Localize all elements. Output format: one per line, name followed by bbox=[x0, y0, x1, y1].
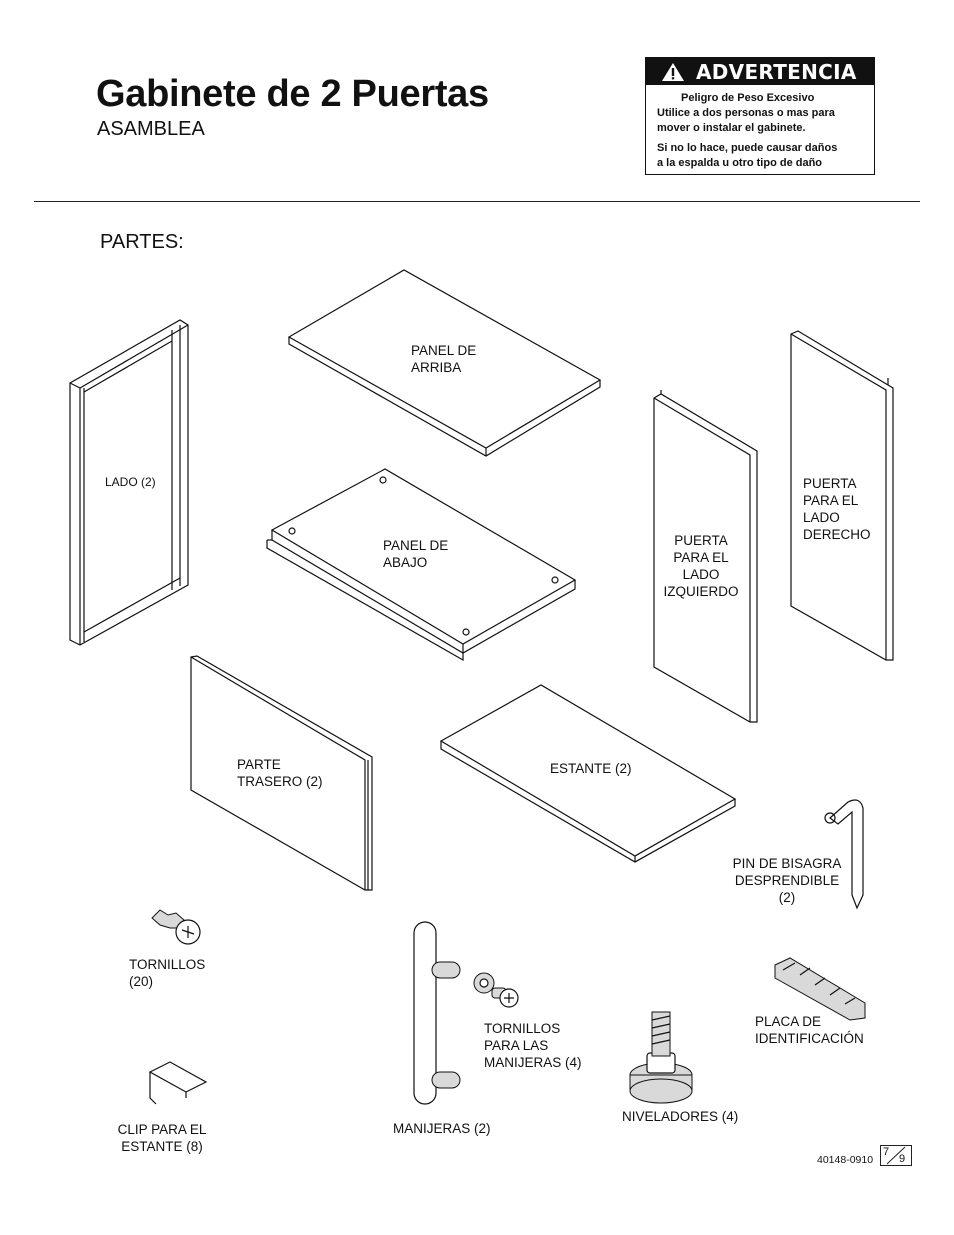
bottom-panel-drawing bbox=[266, 468, 577, 662]
label-shelf: ESTANTE (2) bbox=[550, 761, 632, 776]
handle-screw-drawing bbox=[473, 972, 519, 1008]
label-side: LADO (2) bbox=[105, 475, 156, 489]
shelf-drawing bbox=[439, 684, 737, 863]
warning-line-1: Peligro de Peso Excesivo bbox=[681, 92, 815, 104]
warning-header: ADVERTENCIA bbox=[646, 58, 874, 85]
warning-line-5: a la espalda u otro tipo de daño bbox=[657, 157, 823, 169]
warning-box: ADVERTENCIA Peligro de Peso Excesivo Uti… bbox=[645, 57, 875, 175]
side-panel-drawing bbox=[69, 319, 189, 646]
left-door-drawing bbox=[653, 390, 758, 723]
label-handles: MANIJERAS (2) bbox=[393, 1121, 491, 1136]
hinge-pin-drawing bbox=[824, 799, 864, 910]
page-fraction-slash bbox=[886, 1146, 906, 1165]
warning-line-4: Si no lo hace, puede causar daños bbox=[657, 142, 838, 154]
screw-drawing bbox=[151, 909, 201, 945]
page-number: 7 bbox=[883, 1146, 890, 1158]
document-code: 40148-0910 bbox=[817, 1154, 874, 1166]
warning-triangle-icon bbox=[662, 63, 684, 81]
label-levelers: NIVELADORES (4) bbox=[622, 1109, 739, 1124]
header-divider bbox=[34, 201, 920, 202]
page-number-box: 7 9 bbox=[880, 1145, 912, 1166]
warning-line-3: mover o instalar el gabinete. bbox=[657, 122, 806, 134]
handle-drawing bbox=[413, 921, 461, 1105]
label-screws: TORNILLOS(20) bbox=[129, 957, 206, 989]
right-door-drawing bbox=[790, 330, 894, 661]
warning-line-2: Utilice a dos personas o mas para bbox=[657, 107, 835, 119]
warning-title: ADVERTENCIA bbox=[696, 60, 857, 84]
nameplate-drawing bbox=[774, 957, 866, 1021]
top-panel-drawing bbox=[287, 269, 602, 457]
parts-heading: PARTES: bbox=[100, 231, 184, 253]
page-subtitle: ASAMBLEA bbox=[97, 118, 205, 140]
shelf-clip-drawing bbox=[148, 1061, 208, 1105]
page-total: 9 bbox=[899, 1153, 906, 1165]
page-title: Gabinete de 2 Puertas bbox=[96, 73, 489, 115]
leveler-drawing bbox=[629, 1011, 693, 1104]
back-panel-drawing bbox=[190, 655, 373, 891]
